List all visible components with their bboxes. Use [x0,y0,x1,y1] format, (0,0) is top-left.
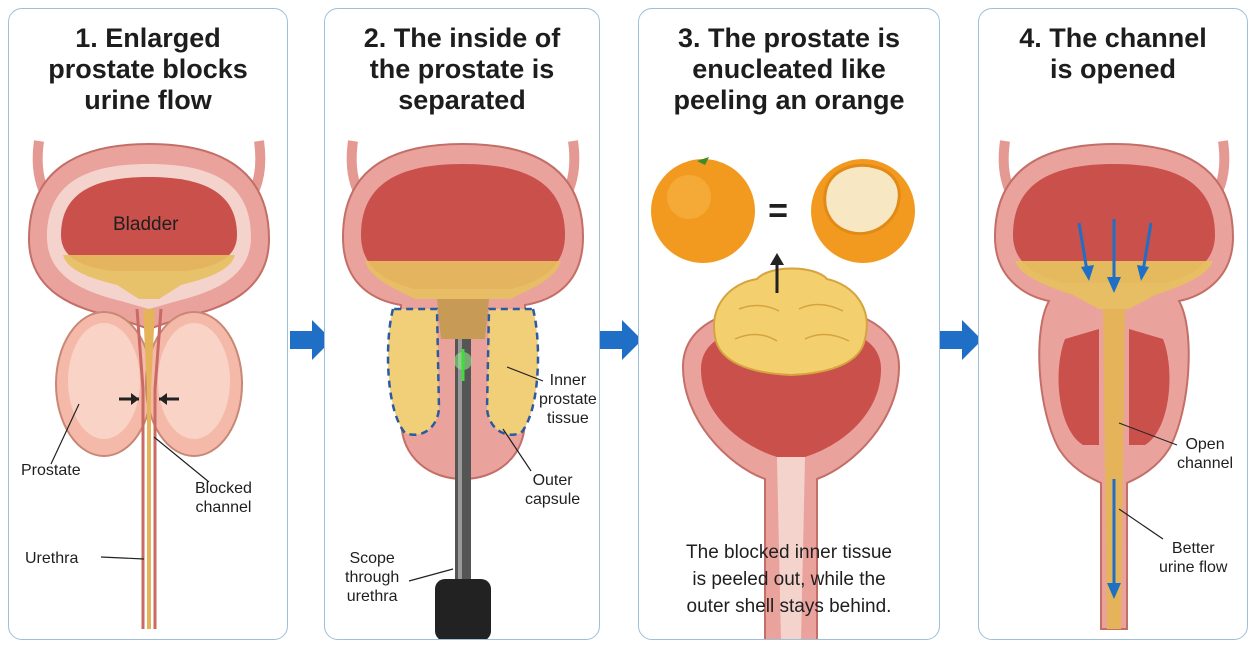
laser-separation-illustration [325,9,600,640]
label-better-urine-flow: Better urine flow [1159,539,1227,577]
label-inner-prostate-tissue: Inner prostate tissue [539,371,597,428]
bladder-blocked-illustration [9,9,288,640]
orange-icon [651,157,755,263]
label-blocked-channel: Blocked channel [195,479,252,517]
label-bladder: Bladder [113,215,179,234]
equals-sign: = [763,193,793,229]
panel-2: 2. The inside of the prostate is separat… [324,8,600,640]
label-scope-through-urethra: Scope through urethra [345,549,399,606]
label-prostate: Prostate [21,461,81,480]
peeled-orange-icon [811,159,915,263]
label-urethra: Urethra [25,549,78,568]
label-open-channel: Open channel [1177,435,1233,473]
panel-caption: The blocked inner tissue is peeled out, … [639,539,939,620]
panel-4: 4. The channel is opened Open channel Be… [978,8,1248,640]
panel-1: 1. Enlarged prostate blocks urine flow B… [8,8,288,640]
panel-3: 3. The prostate is enucleated like peeli… [638,8,940,640]
label-outer-capsule: Outer capsule [525,471,580,509]
